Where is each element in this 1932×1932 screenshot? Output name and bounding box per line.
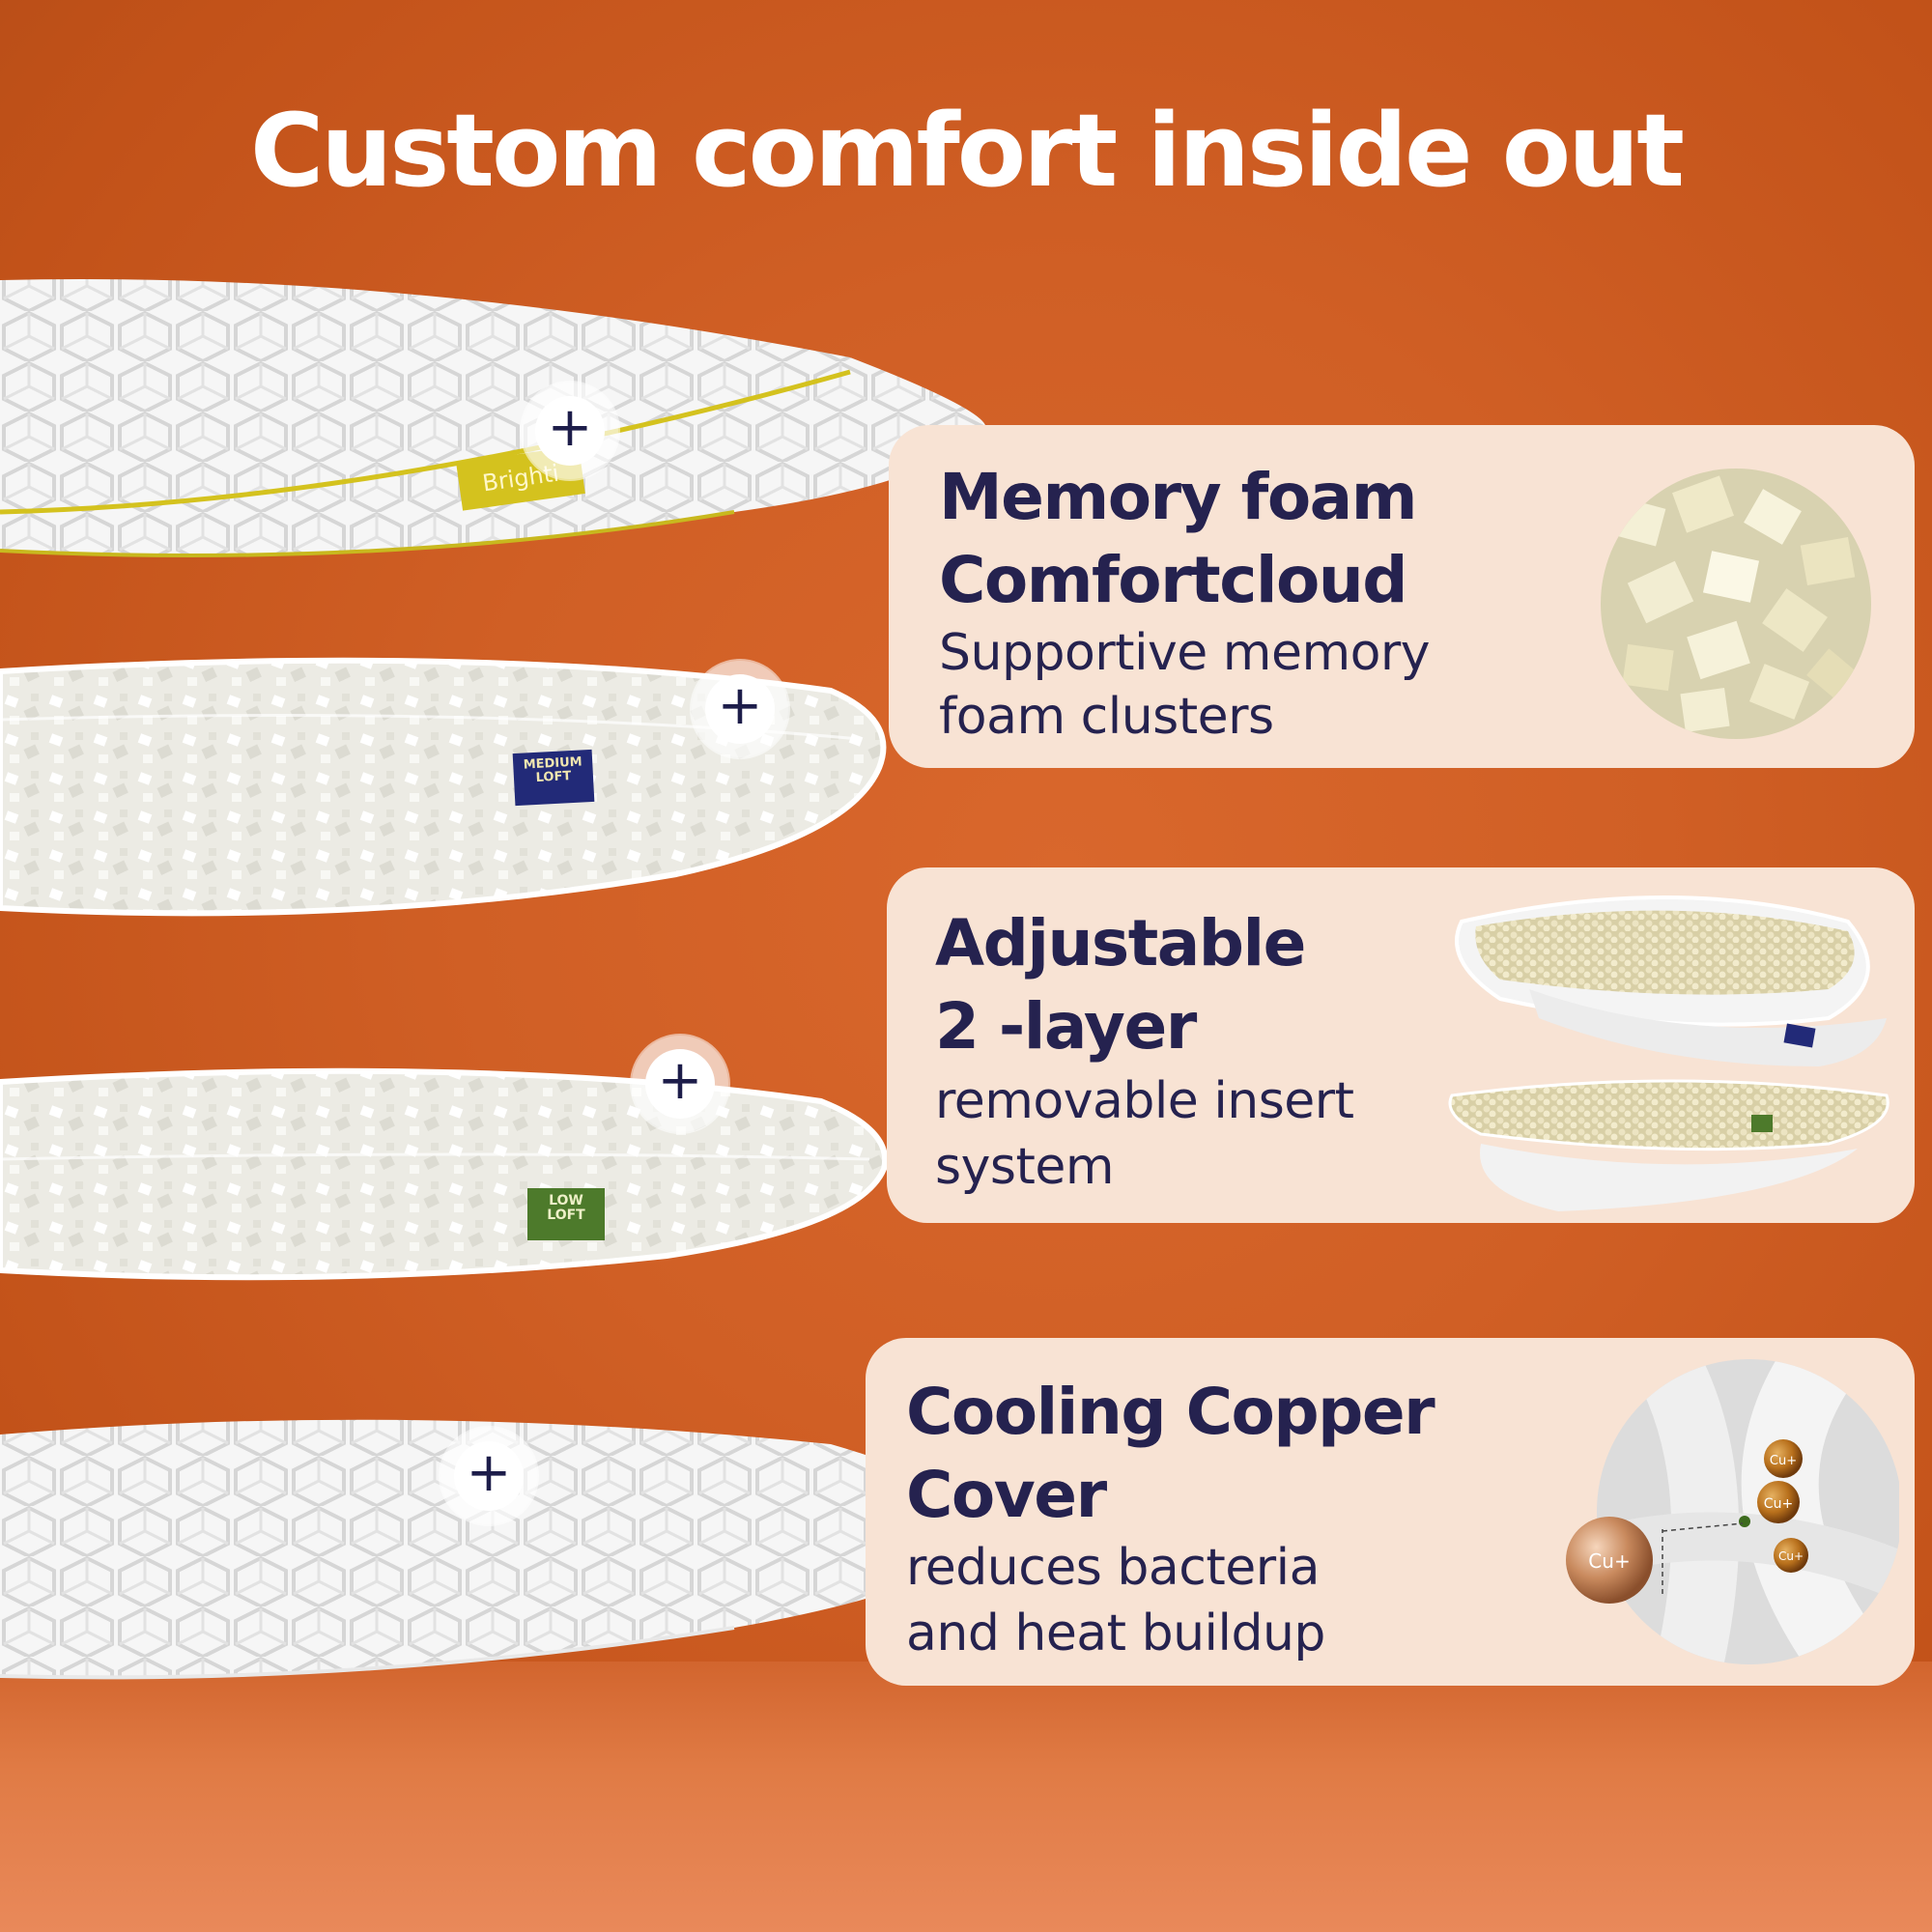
tag-line: LOW bbox=[549, 1193, 583, 1208]
tag-line: LOFT bbox=[547, 1207, 585, 1223]
hotspot-plus-cover[interactable]: + bbox=[535, 396, 605, 466]
plus-icon: + bbox=[466, 1441, 512, 1504]
feature-title: 2 -layer bbox=[935, 989, 1197, 1064]
hotspot-plus-medium[interactable]: + bbox=[705, 674, 775, 744]
feature-description: removable insert bbox=[935, 1072, 1354, 1130]
pillow-insert-low: LOW LOFT bbox=[0, 1063, 898, 1285]
two-layer-insert-image bbox=[1442, 873, 1906, 1225]
feature-description: and heat buildup bbox=[906, 1605, 1325, 1662]
feature-description: Supportive memory bbox=[939, 624, 1431, 682]
copper-fiber-image: Cu+ Cu+ Cu+ Cu+ bbox=[1542, 1357, 1902, 1680]
pillow-insert-medium: MEDIUM LOFT bbox=[0, 652, 898, 923]
plus-icon: + bbox=[717, 674, 763, 737]
medium-loft-tag: MEDIUM LOFT bbox=[512, 749, 595, 807]
feature-description: reduces bacteria bbox=[906, 1539, 1320, 1597]
pillow-cover-top: Brighti bbox=[0, 261, 1014, 580]
feature-title: Memory foam bbox=[939, 460, 1417, 534]
hotspot-plus-copper-cover[interactable]: + bbox=[454, 1441, 524, 1511]
copper-ion-label: Cu+ bbox=[1770, 1454, 1797, 1468]
copper-ion-label: Cu+ bbox=[1588, 1549, 1630, 1573]
page-title: Custom comfort inside out bbox=[249, 92, 1685, 210]
feature-description: foam clusters bbox=[939, 688, 1274, 746]
feature-description: system bbox=[935, 1138, 1115, 1196]
feature-card-copper: Cooling Copper Cover reduces bacteria an… bbox=[866, 1338, 1915, 1686]
feature-card-adjustable: Adjustable 2 -layer removable insert sys… bbox=[887, 867, 1915, 1223]
feature-title: Adjustable bbox=[935, 906, 1306, 980]
pillow-cover-bottom bbox=[0, 1406, 1005, 1686]
background-floor bbox=[0, 1662, 1932, 1932]
feature-title: Cooling Copper bbox=[906, 1375, 1435, 1449]
feature-title: Comfortcloud bbox=[939, 543, 1408, 617]
plus-icon: + bbox=[657, 1049, 703, 1112]
copper-ion-label: Cu+ bbox=[1764, 1496, 1793, 1512]
foam-clusters-image bbox=[1596, 464, 1876, 748]
plus-icon: + bbox=[547, 396, 593, 459]
low-loft-tag: LOW LOFT bbox=[527, 1188, 605, 1240]
copper-ion-label: Cu+ bbox=[1778, 1549, 1804, 1563]
hotspot-plus-low[interactable]: + bbox=[645, 1049, 715, 1119]
feature-title: Cover bbox=[906, 1458, 1107, 1532]
feature-card-memory-foam: Memory foam Comfortcloud Supportive memo… bbox=[889, 425, 1915, 768]
